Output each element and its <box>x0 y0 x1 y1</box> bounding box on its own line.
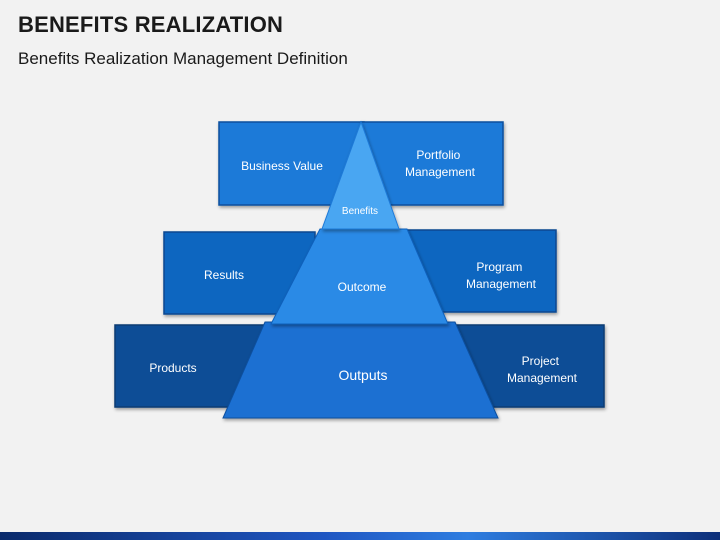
tier-label-outputs: Outputs <box>338 367 387 383</box>
pyramid-tier-top <box>321 120 400 230</box>
right-box-label: Program Management <box>466 260 537 291</box>
tier-label-outcome: Outcome <box>338 280 387 294</box>
right-box-label-line: Management <box>405 165 476 179</box>
right-box-label: Portfolio Management <box>405 148 476 179</box>
right-box-label-line: Project <box>522 354 560 368</box>
footer-accent-bar <box>0 532 720 540</box>
left-box-label: Business Value <box>241 159 323 173</box>
page-subtitle: Benefits Realization Management Definiti… <box>18 49 348 68</box>
right-box-label-line: Portfolio <box>416 148 460 162</box>
right-box-label: Project Management <box>507 354 578 385</box>
right-box-label-line: Management <box>507 371 578 385</box>
left-box-label: Results <box>204 268 244 282</box>
right-box-label-line: Management <box>466 277 537 291</box>
page-title: BENEFITS REALIZATION <box>18 12 284 37</box>
tier-label-benefits: Benefits <box>342 206 378 217</box>
left-box-label: Products <box>149 361 196 375</box>
right-box-label-line: Program <box>476 260 522 274</box>
right-box-program-management <box>404 229 557 313</box>
